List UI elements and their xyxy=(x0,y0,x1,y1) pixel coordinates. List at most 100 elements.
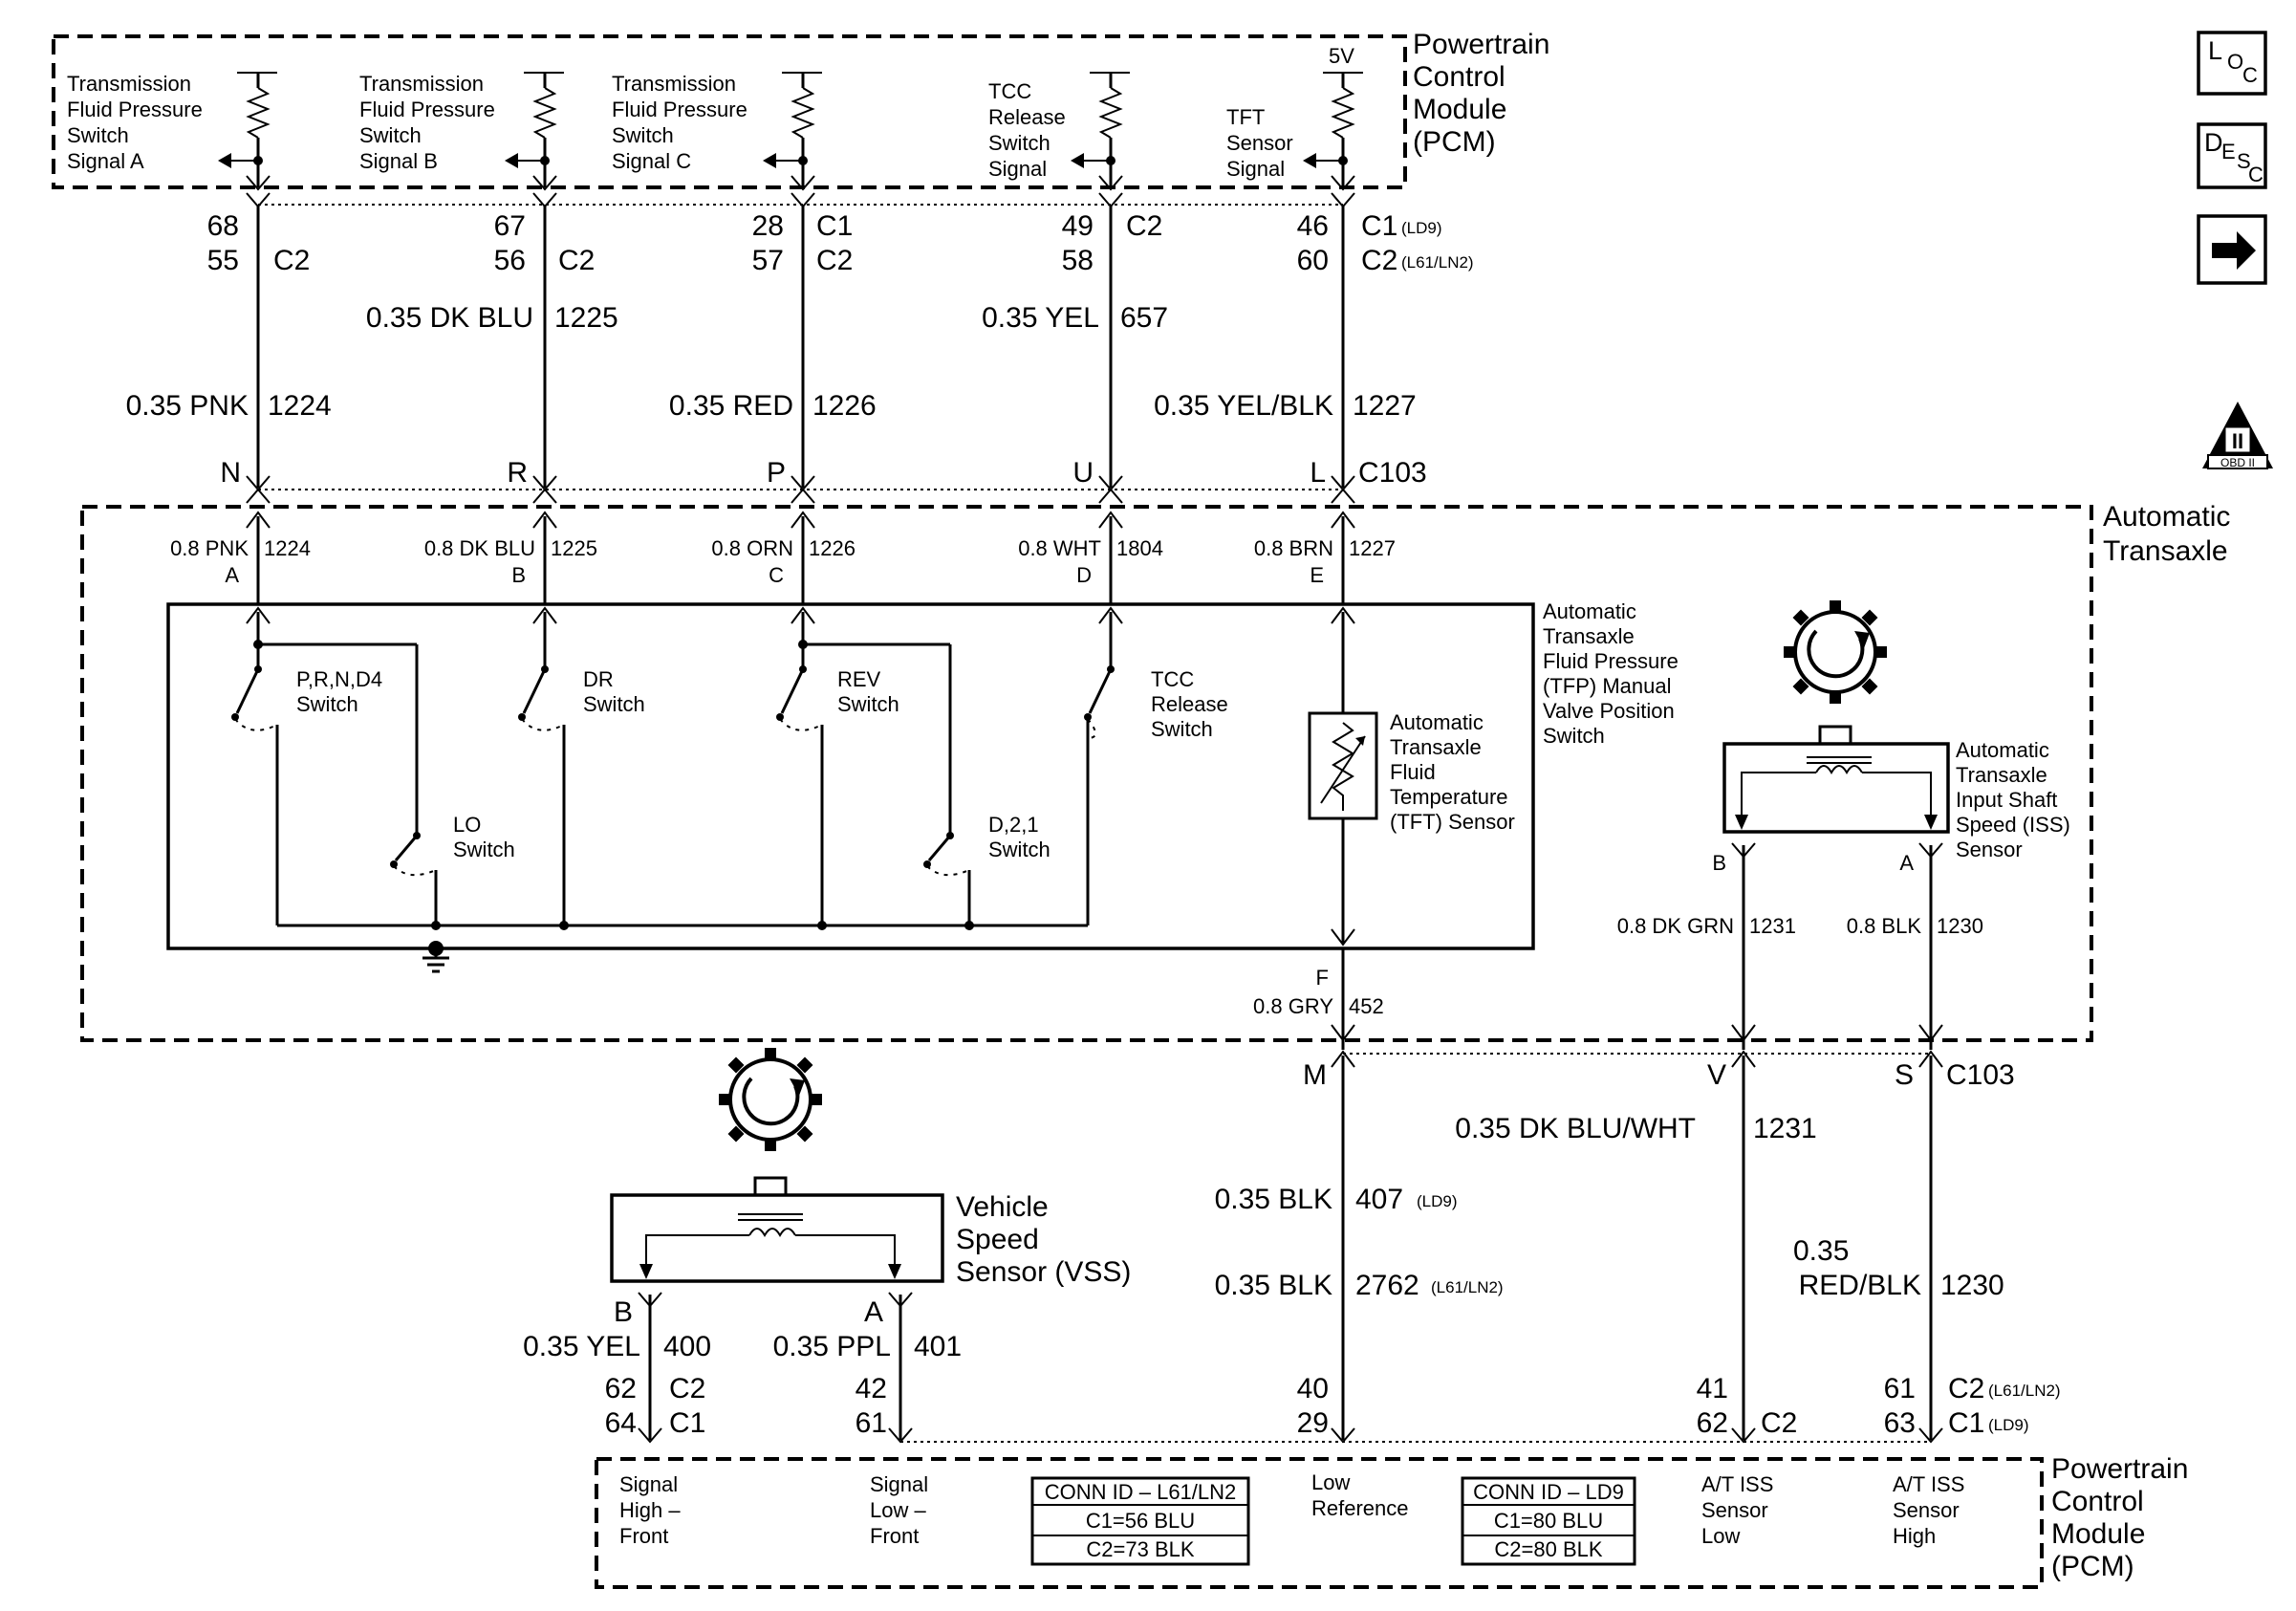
iss-high-label: A/T ISS Sensor High xyxy=(1893,1472,1964,1548)
vss-wire-400-gauge: 0.35 YEL xyxy=(523,1331,640,1362)
pin-49: 49 xyxy=(1062,210,1094,242)
c103-pin-r: R xyxy=(507,457,528,489)
low-reference-label: Low Reference xyxy=(1311,1470,1409,1520)
wire-1230-gauge-line1: 0.35 xyxy=(1793,1235,1849,1267)
pin-60-variant: (L61/LN2) xyxy=(1401,253,1474,272)
pin-49-connector: C2 xyxy=(1126,210,1162,242)
signal-a-line1: Transmission xyxy=(67,72,191,96)
signal-b-line1: Transmission xyxy=(359,72,484,96)
pin-57: 57 xyxy=(752,245,784,276)
tw-1804-gauge: 0.8 WHT xyxy=(1018,536,1101,560)
iss-reluctor-icon xyxy=(1784,600,1887,704)
wire-1225-circuit: 1225 xyxy=(554,302,618,334)
wire-1227-circuit: 1227 xyxy=(1353,390,1417,422)
dr-label-line2: Switch xyxy=(583,692,645,716)
signal-c-line4: Signal C xyxy=(612,149,691,173)
loc-letter-l: L xyxy=(2208,36,2222,65)
pcm-bottom-module: Powertrain Control Module (PCM) Signal H… xyxy=(595,1453,2188,1589)
obd-ii-caption: OBD II xyxy=(2220,456,2255,469)
iss-label-line4: Speed (ISS) xyxy=(1956,813,2070,837)
upper-wires: 0.35 DK BLU 1225 0.35 YEL 657 0.35 PNK 1… xyxy=(126,205,1417,488)
pin-55-connector: C2 xyxy=(273,245,310,276)
iss-wire-a-circuit: 1230 xyxy=(1937,914,1983,938)
low-ref-line1: Low xyxy=(1311,1470,1350,1494)
ref-5v-label: 5V xyxy=(1329,44,1354,68)
pin-60: 60 xyxy=(1297,245,1329,276)
tw-452-gauge: 0.8 GRY xyxy=(1253,994,1333,1018)
location-icon[interactable]: L O C xyxy=(2197,31,2267,96)
wire-1231-gauge: 0.35 DK BLU/WHT xyxy=(1455,1113,1696,1144)
tft-sensor-label-line1: Automatic xyxy=(1390,710,1484,734)
pin-40: 40 xyxy=(1297,1373,1329,1404)
wire-2762-gauge: 0.35 BLK xyxy=(1215,1270,1332,1301)
ground-symbol-icon xyxy=(422,956,449,973)
iss-low-line1: A/T ISS xyxy=(1701,1472,1773,1496)
pull-up-resistor-tcc xyxy=(1071,72,1130,187)
pin-28: 28 xyxy=(752,210,784,242)
iss-wire-b-gauge: 0.8 DK GRN xyxy=(1617,914,1734,938)
wire-2762-circuit: 2762 xyxy=(1355,1270,1419,1301)
description-icon[interactable]: D E S C xyxy=(2197,122,2267,189)
tft-signal-line3: Signal xyxy=(1226,157,1285,181)
c103-top-connector: N R P U L C103 xyxy=(220,457,1427,504)
dr-switch: DR Switch xyxy=(518,612,645,925)
signal-a-line3: Switch xyxy=(67,123,129,147)
tw-1226-gauge: 0.8 ORN xyxy=(711,536,793,560)
prnd4-label-line1: P,R,N,D4 xyxy=(296,667,382,691)
signal-a-line2: Fluid Pressure xyxy=(67,98,203,121)
conn-id-l61-box: CONN ID – L61/LN2 C1=56 BLU C2=73 BLK xyxy=(1030,1476,1250,1566)
pcm-top-connector-chevrons xyxy=(246,175,1355,208)
tft-signal-line1: TFT xyxy=(1226,105,1265,129)
c103-pin-s: S xyxy=(1895,1059,1914,1091)
conn-id-l61-c1: C1=56 BLU xyxy=(1086,1509,1195,1533)
pin-41: 41 xyxy=(1697,1373,1728,1404)
pcm-bottom-label-line1: Powertrain xyxy=(2051,1453,2188,1485)
conn-id-ld9-c2: C2=80 BLK xyxy=(1494,1537,1602,1561)
pin-56: 56 xyxy=(494,245,526,276)
pin-64: 64 xyxy=(605,1407,637,1439)
iss-wire-a-gauge: 0.8 BLK xyxy=(1847,914,1922,938)
pin-46-variant: (LD9) xyxy=(1401,219,1442,237)
pin-67: 67 xyxy=(494,210,526,242)
vss-label-line3: Sensor (VSS) xyxy=(956,1256,1131,1288)
pin-56-connector: C2 xyxy=(558,245,595,276)
desc-letter-s: S xyxy=(2237,149,2251,173)
pcm-top-label-line3: Module xyxy=(1413,94,1506,125)
pin-57-connector: C2 xyxy=(816,245,853,276)
tft-sensor-label-line3: Fluid xyxy=(1390,760,1436,784)
tft-sensor-label-line4: Temperature xyxy=(1390,785,1508,809)
wire-1224-circuit: 1224 xyxy=(268,390,332,422)
pin-46: 46 xyxy=(1297,210,1329,242)
pin-68: 68 xyxy=(207,210,239,242)
pcm-top-label: Powertrain Control Module (PCM) xyxy=(1413,29,1549,158)
pin-62-b-connector: C2 xyxy=(669,1373,705,1404)
signal-a-label: Transmission Fluid Pressure Switch Signa… xyxy=(67,72,203,173)
tcc-signal-line1: TCC xyxy=(988,79,1031,103)
wire-1226-circuit: 1226 xyxy=(812,390,877,422)
desc-letter-c: C xyxy=(2248,163,2264,186)
vss-wire-401-circuit: 401 xyxy=(914,1331,962,1362)
wire-1226-gauge: 0.35 RED xyxy=(669,390,793,422)
tft-sensor-label-line2: Transaxle xyxy=(1390,735,1482,759)
pin-29: 29 xyxy=(1297,1407,1329,1439)
tfp-label-line3: Fluid Pressure xyxy=(1543,649,1679,673)
tcc-signal-label: TCC Release Switch Signal xyxy=(988,79,1066,181)
desc-letter-e: E xyxy=(2221,140,2236,163)
vss-label-line1: Vehicle xyxy=(956,1191,1049,1223)
tw-1224-circuit: 1224 xyxy=(264,536,311,560)
iss-high-line1: A/T ISS xyxy=(1893,1472,1964,1496)
tfp-label-line1: Automatic xyxy=(1543,599,1636,623)
tcc-release-switch: TCC Release Switch xyxy=(1084,612,1228,925)
tfp-switch-label: Automatic Transaxle Fluid Pressure (TFP)… xyxy=(1543,599,1679,748)
next-arrow-icon[interactable] xyxy=(2197,214,2267,285)
conn-id-ld9-c1: C1=80 BLU xyxy=(1494,1509,1603,1533)
vss-pin-b: B xyxy=(614,1296,633,1328)
iss-label-line1: Automatic xyxy=(1956,738,2049,762)
pin-55: 55 xyxy=(207,245,239,276)
wire-1224-gauge: 0.35 PNK xyxy=(126,390,249,422)
wire-407-gauge: 0.35 BLK xyxy=(1215,1184,1332,1215)
iss-pin-a: A xyxy=(1899,851,1914,875)
tcc-signal-line2: Release xyxy=(988,105,1066,129)
conn-id-ld9-box: CONN ID – LD9 C1=80 BLU C2=80 BLK xyxy=(1461,1476,1636,1566)
iss-pin-b: B xyxy=(1712,851,1726,875)
